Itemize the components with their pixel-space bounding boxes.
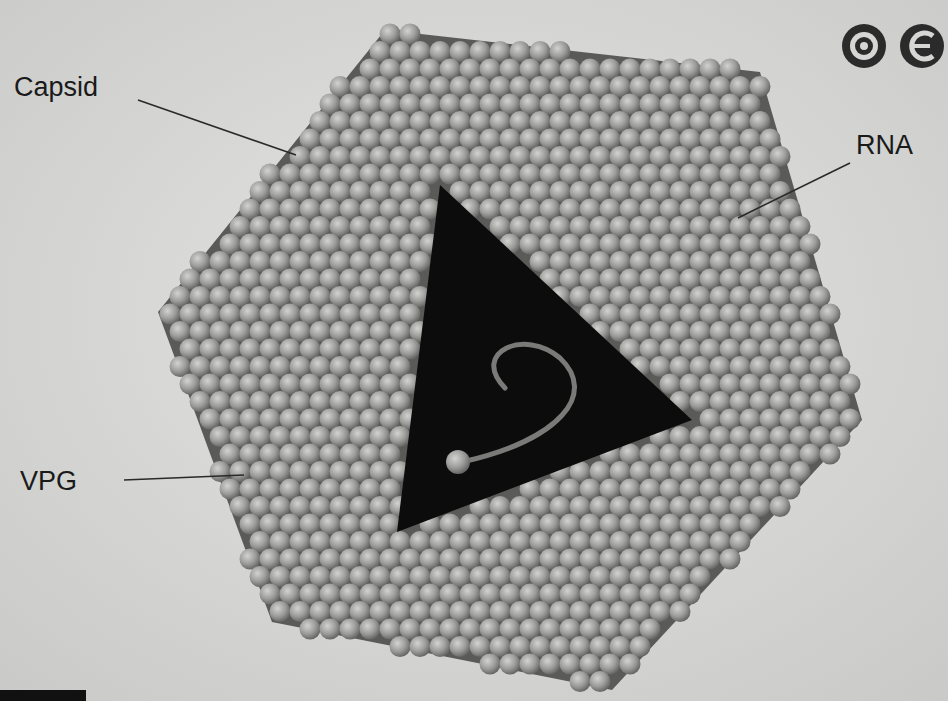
capsid-proteins bbox=[160, 24, 861, 693]
part-label: Capsid bbox=[14, 74, 98, 101]
leader-line bbox=[138, 100, 296, 155]
capsid-shell bbox=[158, 30, 862, 690]
rna-strand bbox=[462, 344, 575, 462]
logo-icons bbox=[842, 24, 944, 68]
vpg-protein bbox=[446, 450, 470, 474]
leader-line bbox=[124, 475, 244, 480]
corner-bar bbox=[0, 690, 86, 701]
part-label: RNA bbox=[856, 132, 913, 159]
cutaway-interior bbox=[397, 185, 692, 532]
part-label: VPG bbox=[20, 468, 77, 495]
leader-line bbox=[738, 163, 850, 218]
